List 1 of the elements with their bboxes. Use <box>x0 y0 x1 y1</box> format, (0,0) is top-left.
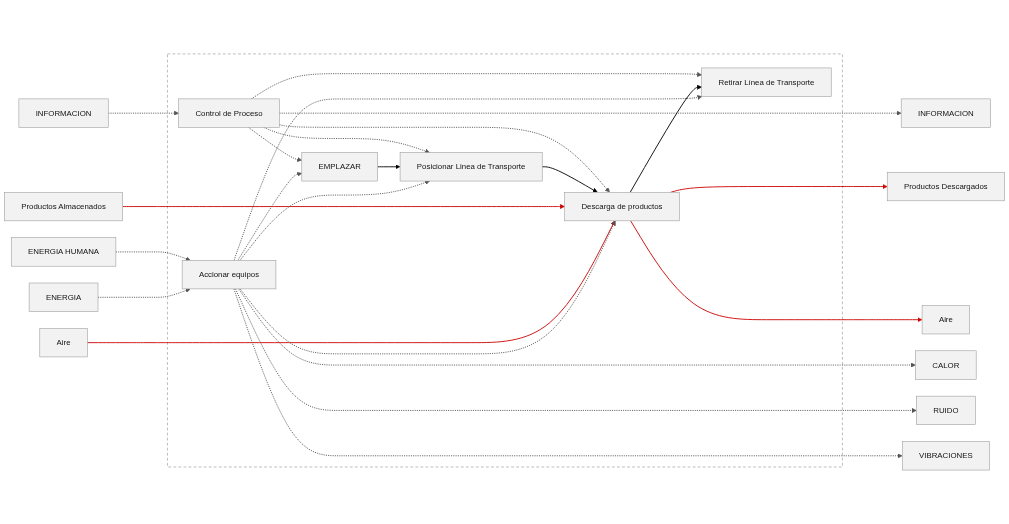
cluster <box>167 53 843 468</box>
